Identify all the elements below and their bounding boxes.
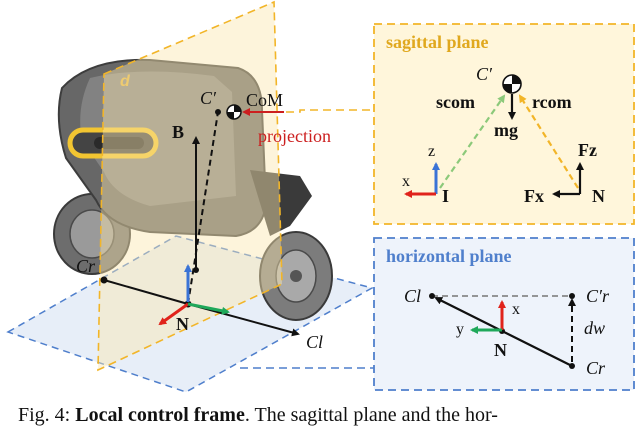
panel-label-x: x [402, 173, 410, 190]
s-com-vector [439, 94, 506, 189]
line-cr-to-n [103, 279, 189, 305]
n-axis-x [158, 302, 189, 326]
label-b: B [172, 122, 184, 142]
label-c-r: Cr [76, 256, 96, 276]
panel-label-z: z [428, 143, 435, 160]
panel-label-n: N [592, 186, 605, 206]
panel-label-mg: mg [494, 120, 518, 140]
h-label-c-r-prime: C′r [586, 286, 610, 306]
h-label-c-l: Cl [404, 286, 421, 306]
h-label-x: x [512, 301, 520, 318]
n-axis-y [187, 302, 230, 315]
panel-label-f-z: Fz [578, 140, 597, 160]
r-com-vector [518, 94, 579, 189]
caption-text: . The sagittal plane and the hor- [244, 404, 498, 426]
sagittal-panel-title: sagittal plane [386, 32, 489, 52]
horizontal-panel [373, 237, 635, 391]
panel-label-c-prime: C′ [476, 64, 493, 84]
caption-bold: Local control frame [75, 404, 245, 426]
label-com: CoM [246, 90, 283, 110]
h-label-c-r: Cr [586, 358, 606, 378]
label-c-l: Cl [306, 332, 323, 352]
sagittal-plane [97, 0, 283, 372]
com-marker [226, 104, 242, 120]
robot-illustration: d [53, 58, 333, 321]
h-label-d-w: dw [584, 318, 605, 338]
label-n: N [176, 314, 189, 334]
sagittal-panel [373, 23, 635, 225]
panel-label-f-x: Fx [524, 186, 544, 206]
panel-com-marker [502, 74, 522, 94]
panel-label-i: I [442, 186, 449, 206]
panel-label-r-com: rcom [532, 92, 572, 112]
label-c-prime: C′ [200, 88, 217, 108]
robot-logo: d [120, 73, 131, 90]
h-label-y: y [456, 321, 464, 338]
leg-linkage [250, 170, 312, 236]
connector-sagittal [286, 109, 374, 113]
panel-label-s-com: scom [436, 92, 475, 112]
figure-caption: Fig. 4: Local control frame. The sagitta… [18, 404, 638, 432]
label-projection: projection [258, 126, 331, 146]
h-label-n: N [494, 340, 507, 360]
caption-prefix: Fig. 4: [18, 404, 76, 426]
horizontal-panel-title: horizontal plane [386, 246, 512, 266]
n-to-cprime-dashed [187, 111, 219, 305]
